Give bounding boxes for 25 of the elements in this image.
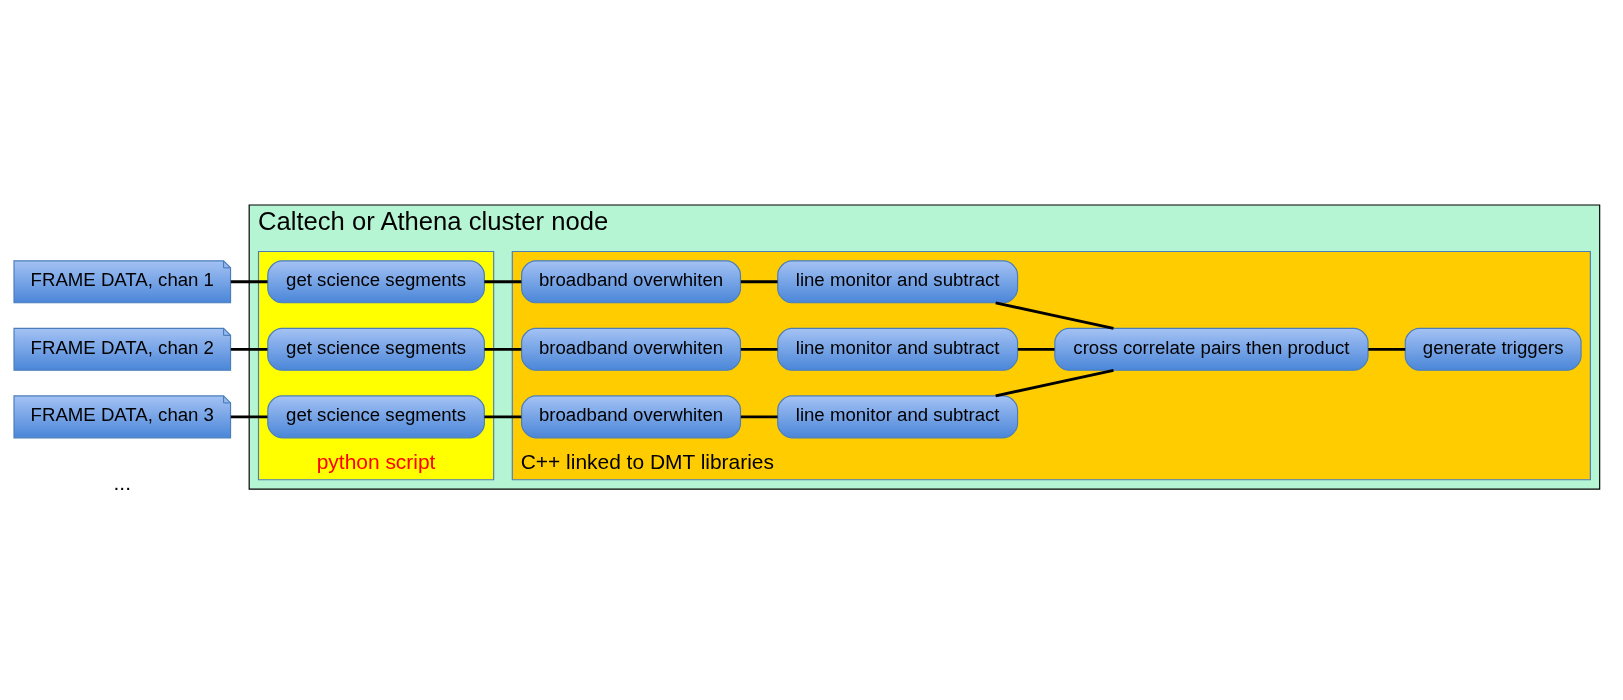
connector	[230, 279, 268, 283]
node-box: broadband overwhiten	[521, 259, 742, 303]
connector	[230, 414, 268, 418]
connector	[230, 347, 268, 351]
connector	[740, 414, 778, 418]
node-box: line monitor and subtract	[777, 327, 1019, 371]
connector	[740, 279, 778, 283]
node-box: line monitor and subtract	[777, 394, 1019, 438]
connector	[1368, 347, 1406, 351]
connector	[995, 300, 1114, 330]
connector	[1017, 347, 1055, 351]
node-box: line monitor and subtract	[777, 259, 1019, 303]
connector	[995, 368, 1114, 397]
node-box: broadband overwhiten	[521, 327, 742, 371]
node-box: generate triggers	[1404, 327, 1582, 371]
connector	[484, 347, 522, 351]
label: ...	[113, 470, 131, 494]
connector	[484, 414, 522, 418]
node-box: get science segments	[267, 394, 485, 438]
connector	[484, 279, 522, 283]
node-box: get science segments	[267, 327, 485, 371]
node-box: broadband overwhiten	[521, 394, 742, 438]
node-box: get science segments	[267, 259, 485, 303]
node-box: cross correlate pairs then product	[1054, 327, 1369, 371]
connector	[740, 347, 778, 351]
